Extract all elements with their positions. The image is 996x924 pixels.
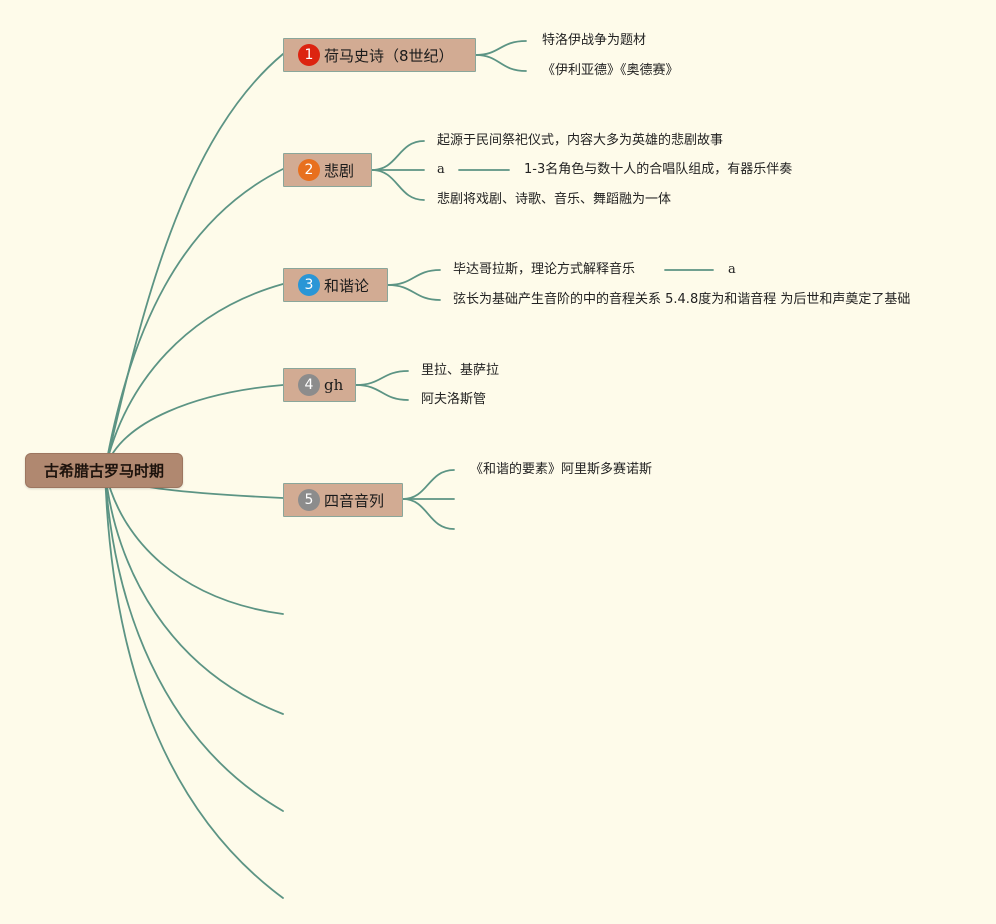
edge-root-branch-2 (104, 168, 284, 471)
badge-number: 5 (304, 492, 314, 508)
badge-number: 1 (304, 47, 314, 63)
subtopic-label: 1-3名角色与数十人的合唱队组成，有器乐伴奏 (524, 162, 793, 177)
edge-b2-c3 (371, 169, 425, 201)
subtopic-label: 《和谐的要素》阿里斯多赛诺斯 (470, 462, 653, 477)
branch-topic-label: 四音音列 (324, 491, 385, 510)
edge-b4-c2 (355, 384, 409, 401)
subtopic-2-2-1[interactable]: 1-3名角色与数十人的合唱队组成，有器乐伴奏 (524, 161, 792, 179)
branch-topic-4[interactable]: 4 gh (283, 368, 356, 402)
edge-root-empty-3 (104, 469, 284, 812)
edge-b5-c3 (402, 498, 455, 530)
edge-b2-c1 (371, 140, 425, 171)
edge-b1-c1 (475, 40, 527, 56)
edge-root-empty-4 (104, 469, 284, 899)
subtopic-label: 弦长为基础产生音阶的中的音程关系 5.4.8度为和谐音程 为后世和声奠定了基础 (453, 292, 911, 307)
subtopic-label: 起源于民间祭祀仪式，内容大多为英雄的悲剧故事 (437, 133, 724, 148)
branch-topic-label: 悲剧 (324, 161, 355, 180)
subtopic-2-3[interactable]: 悲剧将戏剧、诗歌、音乐、舞蹈融为一体 (437, 191, 671, 209)
subtopic-3-2[interactable]: 弦长为基础产生音阶的中的音程关系 5.4.8度为和谐音程 为后世和声奠定了基础 (453, 291, 910, 309)
edge-root-branch-1 (104, 53, 284, 471)
subtopic-label: 里拉、基萨拉 (421, 363, 500, 378)
branch-topic-label: gh (324, 376, 344, 394)
branch-topic-3[interactable]: 3 和谐论 (283, 268, 388, 302)
number-badge-icon: 1 (298, 44, 320, 66)
branch-topic-5[interactable]: 5 四音音列 (283, 483, 403, 517)
edge-root-empty-1 (104, 469, 284, 615)
subtopic-3-1[interactable]: 毕达哥拉斯，理论方式解释音乐 (453, 261, 635, 279)
number-badge-icon: 3 (298, 274, 320, 296)
edge-b1-c2 (475, 54, 527, 72)
subtopic-label: 阿夫洛斯管 (421, 392, 487, 407)
branch-topic-label: 和谐论 (324, 276, 370, 295)
edge-b3-c1 (387, 269, 441, 286)
number-badge-icon: 5 (298, 489, 320, 511)
root-topic[interactable]: 古希腊古罗马时期 (25, 453, 183, 488)
subtopic-label: a (437, 162, 445, 177)
branch-topic-label: 荷马史诗（8世纪） (324, 46, 454, 65)
edge-b4-c1 (355, 370, 409, 386)
edge-root-empty-2 (104, 469, 284, 715)
subtopic-label: 特洛伊战争为题材 (542, 33, 647, 48)
number-badge-icon: 4 (298, 374, 320, 396)
subtopic-5-1[interactable]: 《和谐的要素》阿里斯多赛诺斯 (470, 461, 652, 479)
subtopic-label: 悲剧将戏剧、诗歌、音乐、舞蹈融为一体 (437, 192, 672, 207)
branch-topic-1[interactable]: 1 荷马史诗（8世纪） (283, 38, 476, 72)
subtopic-label: a (728, 262, 736, 277)
subtopic-4-2[interactable]: 阿夫洛斯管 (421, 391, 486, 409)
subtopic-5-3[interactable] (470, 520, 510, 538)
subtopic-5-2[interactable] (470, 490, 510, 508)
edge-b5-c1 (402, 469, 455, 500)
subtopic-3-1-1[interactable]: a (728, 261, 736, 279)
subtopic-label: 《伊利亚德》《奥德赛》 (542, 63, 679, 78)
badge-number: 3 (304, 277, 314, 293)
edge-b3-c2 (387, 284, 441, 301)
subtopic-label: 毕达哥拉斯，理论方式解释音乐 (453, 262, 636, 277)
branch-topic-2[interactable]: 2 悲剧 (283, 153, 372, 187)
subtopic-1-1[interactable]: 特洛伊战争为题材 (542, 32, 646, 50)
subtopic-1-2[interactable]: 《伊利亚德》《奥德赛》 (542, 62, 679, 80)
subtopic-4-1[interactable]: 里拉、基萨拉 (421, 362, 499, 380)
subtopic-2-2[interactable]: a (437, 161, 445, 179)
badge-number: 4 (304, 377, 314, 393)
badge-number: 2 (304, 162, 314, 178)
root-topic-label: 古希腊古罗马时期 (43, 462, 164, 480)
subtopic-2-1[interactable]: 起源于民间祭祀仪式，内容大多为英雄的悲剧故事 (437, 132, 723, 150)
edge-root-branch-3 (104, 283, 284, 471)
number-badge-icon: 2 (298, 159, 320, 181)
